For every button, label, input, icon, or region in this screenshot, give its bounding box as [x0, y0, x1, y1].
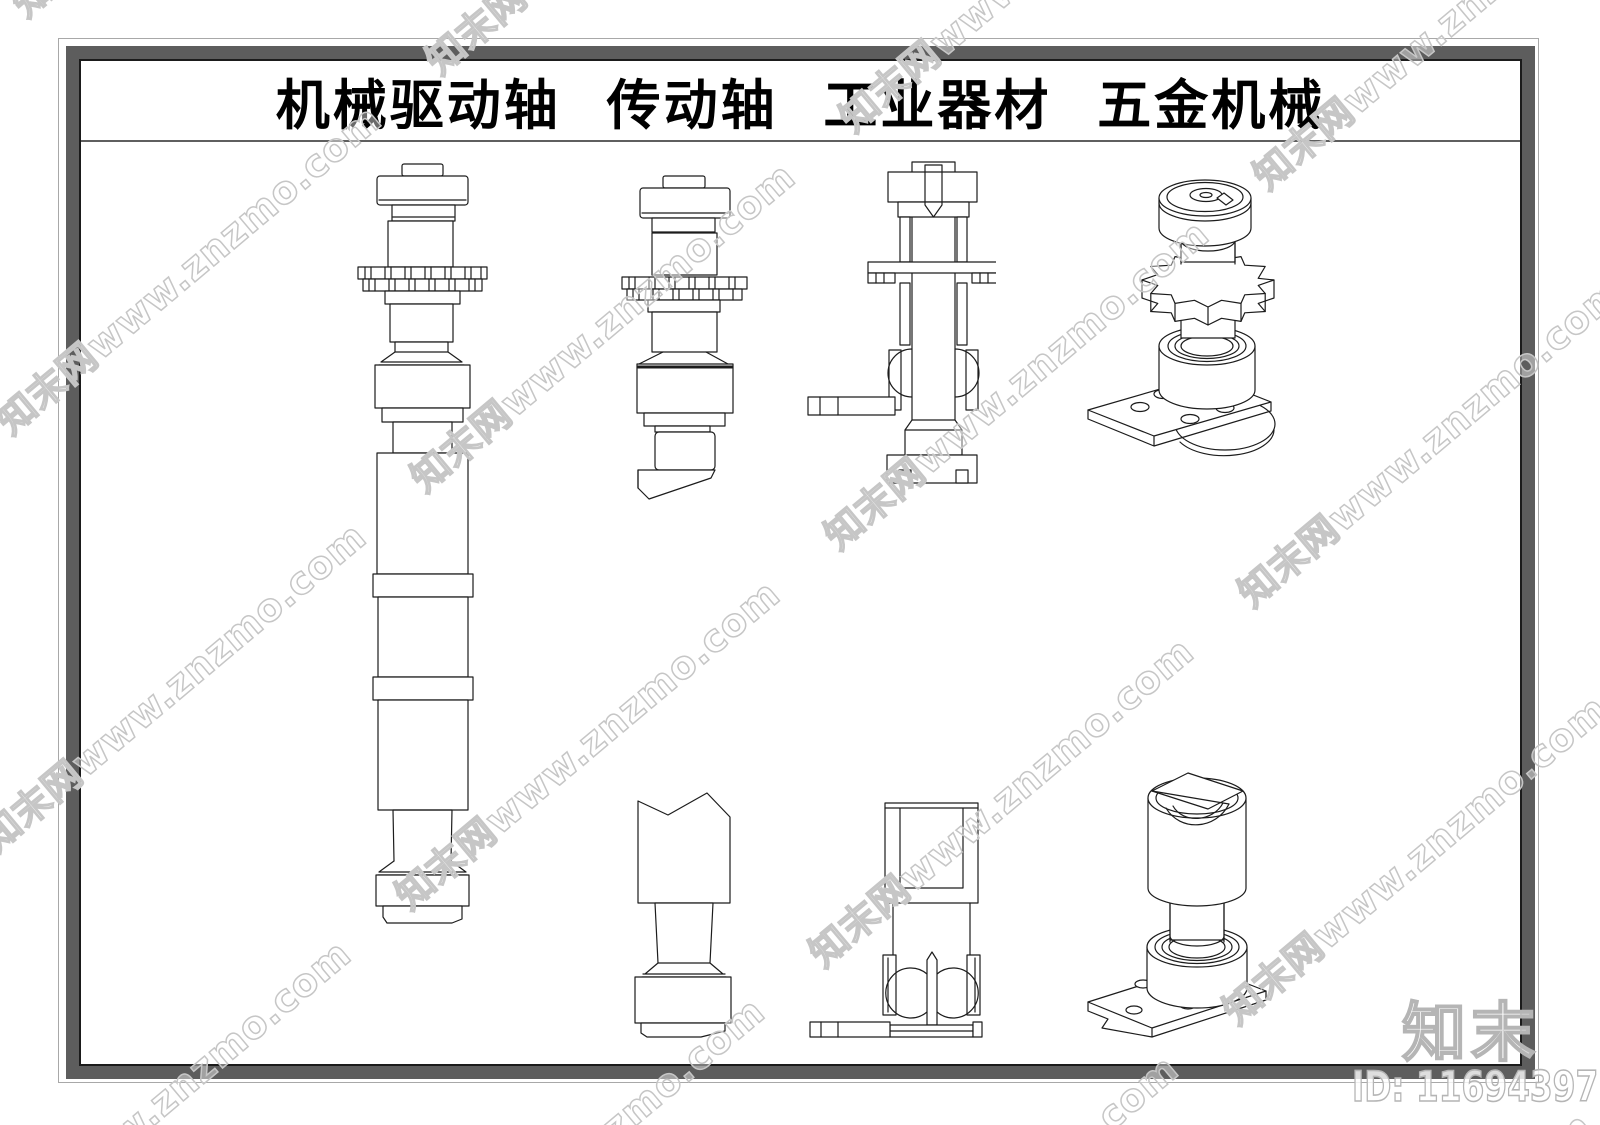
figure-shaft-with-hook-front-view: [621, 175, 748, 500]
shaft-long-geometry: [357, 163, 488, 924]
bearing-section-geometry: [809, 802, 983, 1038]
frame-inner-line: 机械驱动轴 传动轴 工业器材 五金机械: [79, 59, 1522, 1066]
title-bar: 机械驱动轴 传动轴 工业器材 五金机械: [81, 61, 1520, 142]
watermark-text: 知末网www.znzmo.com: [1194, 1097, 1600, 1125]
watermark-text: 知末网www.znzmo.com: [0, 0, 406, 27]
outer-border-line: [58, 38, 1539, 1083]
isometric-sprocket-geometry: [1087, 179, 1276, 457]
drawing-frame-border: 机械驱动轴 传动轴 工业器材 五金机械: [66, 46, 1535, 1079]
figure-shaft-assembly-section-view: [807, 161, 996, 484]
shaft-end-geometry: [634, 792, 732, 1038]
shaft-hook-geometry: [621, 175, 748, 500]
page-title: 机械驱动轴 传动轴 工业器材 五金机械: [275, 74, 1326, 137]
figure-drive-shaft-long-front-view: [357, 163, 488, 924]
isometric-roller-geometry: [1087, 772, 1267, 1038]
section-view-geometry: [807, 161, 996, 484]
figure-yoke-roller-isometric: [1087, 772, 1267, 1038]
figure-sprocket-assembly-isometric: [1087, 179, 1276, 457]
figure-shaft-end-front-view: [634, 792, 732, 1038]
figure-bearing-housing-section-view: [809, 802, 983, 1038]
